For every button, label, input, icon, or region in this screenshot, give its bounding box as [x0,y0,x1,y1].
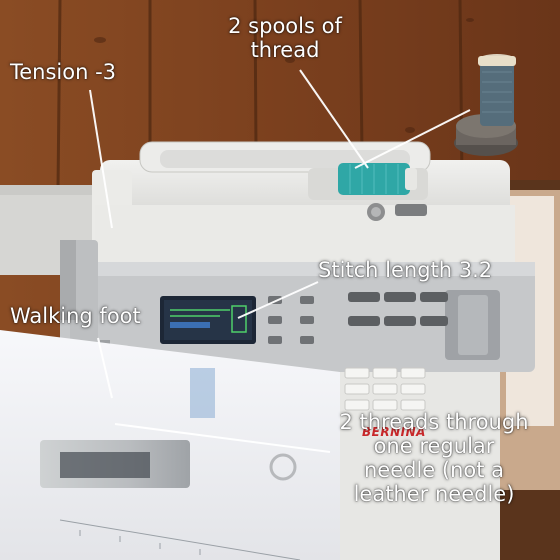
annotation-spools-line1: 2 spools of [228,14,342,38]
screen-buttons [268,296,314,344]
wood-knots [94,18,474,133]
annotation-spools: 2 spools of thread [190,14,380,62]
annotation-walking-foot: Walking foot [10,304,141,328]
annotation-stitch-length: Stitch length 3.2 [318,258,493,282]
ruler-markings [59,519,301,560]
stitch-buttons [344,367,426,411]
callout-lines [89,69,471,453]
annotation-needle-line3: needle (not a [363,458,505,482]
thread-spool-dark [480,62,514,126]
annotation-needle-line2: one regular [373,434,495,458]
annotation-tension: Tension -3 [10,60,117,84]
annotation-needle-line1: 2 threads through [339,410,529,434]
machine-face-upper [95,205,515,265]
control-buttons [348,292,448,326]
brand-logo: BERNINA [362,425,426,439]
annotation-needle: 2 threads through one regular needle (no… [316,410,552,506]
annotation-needle-line4: leather needle) [353,482,515,506]
annotation-spools-line2: thread [250,38,320,62]
machine-front-panel [60,262,535,372]
